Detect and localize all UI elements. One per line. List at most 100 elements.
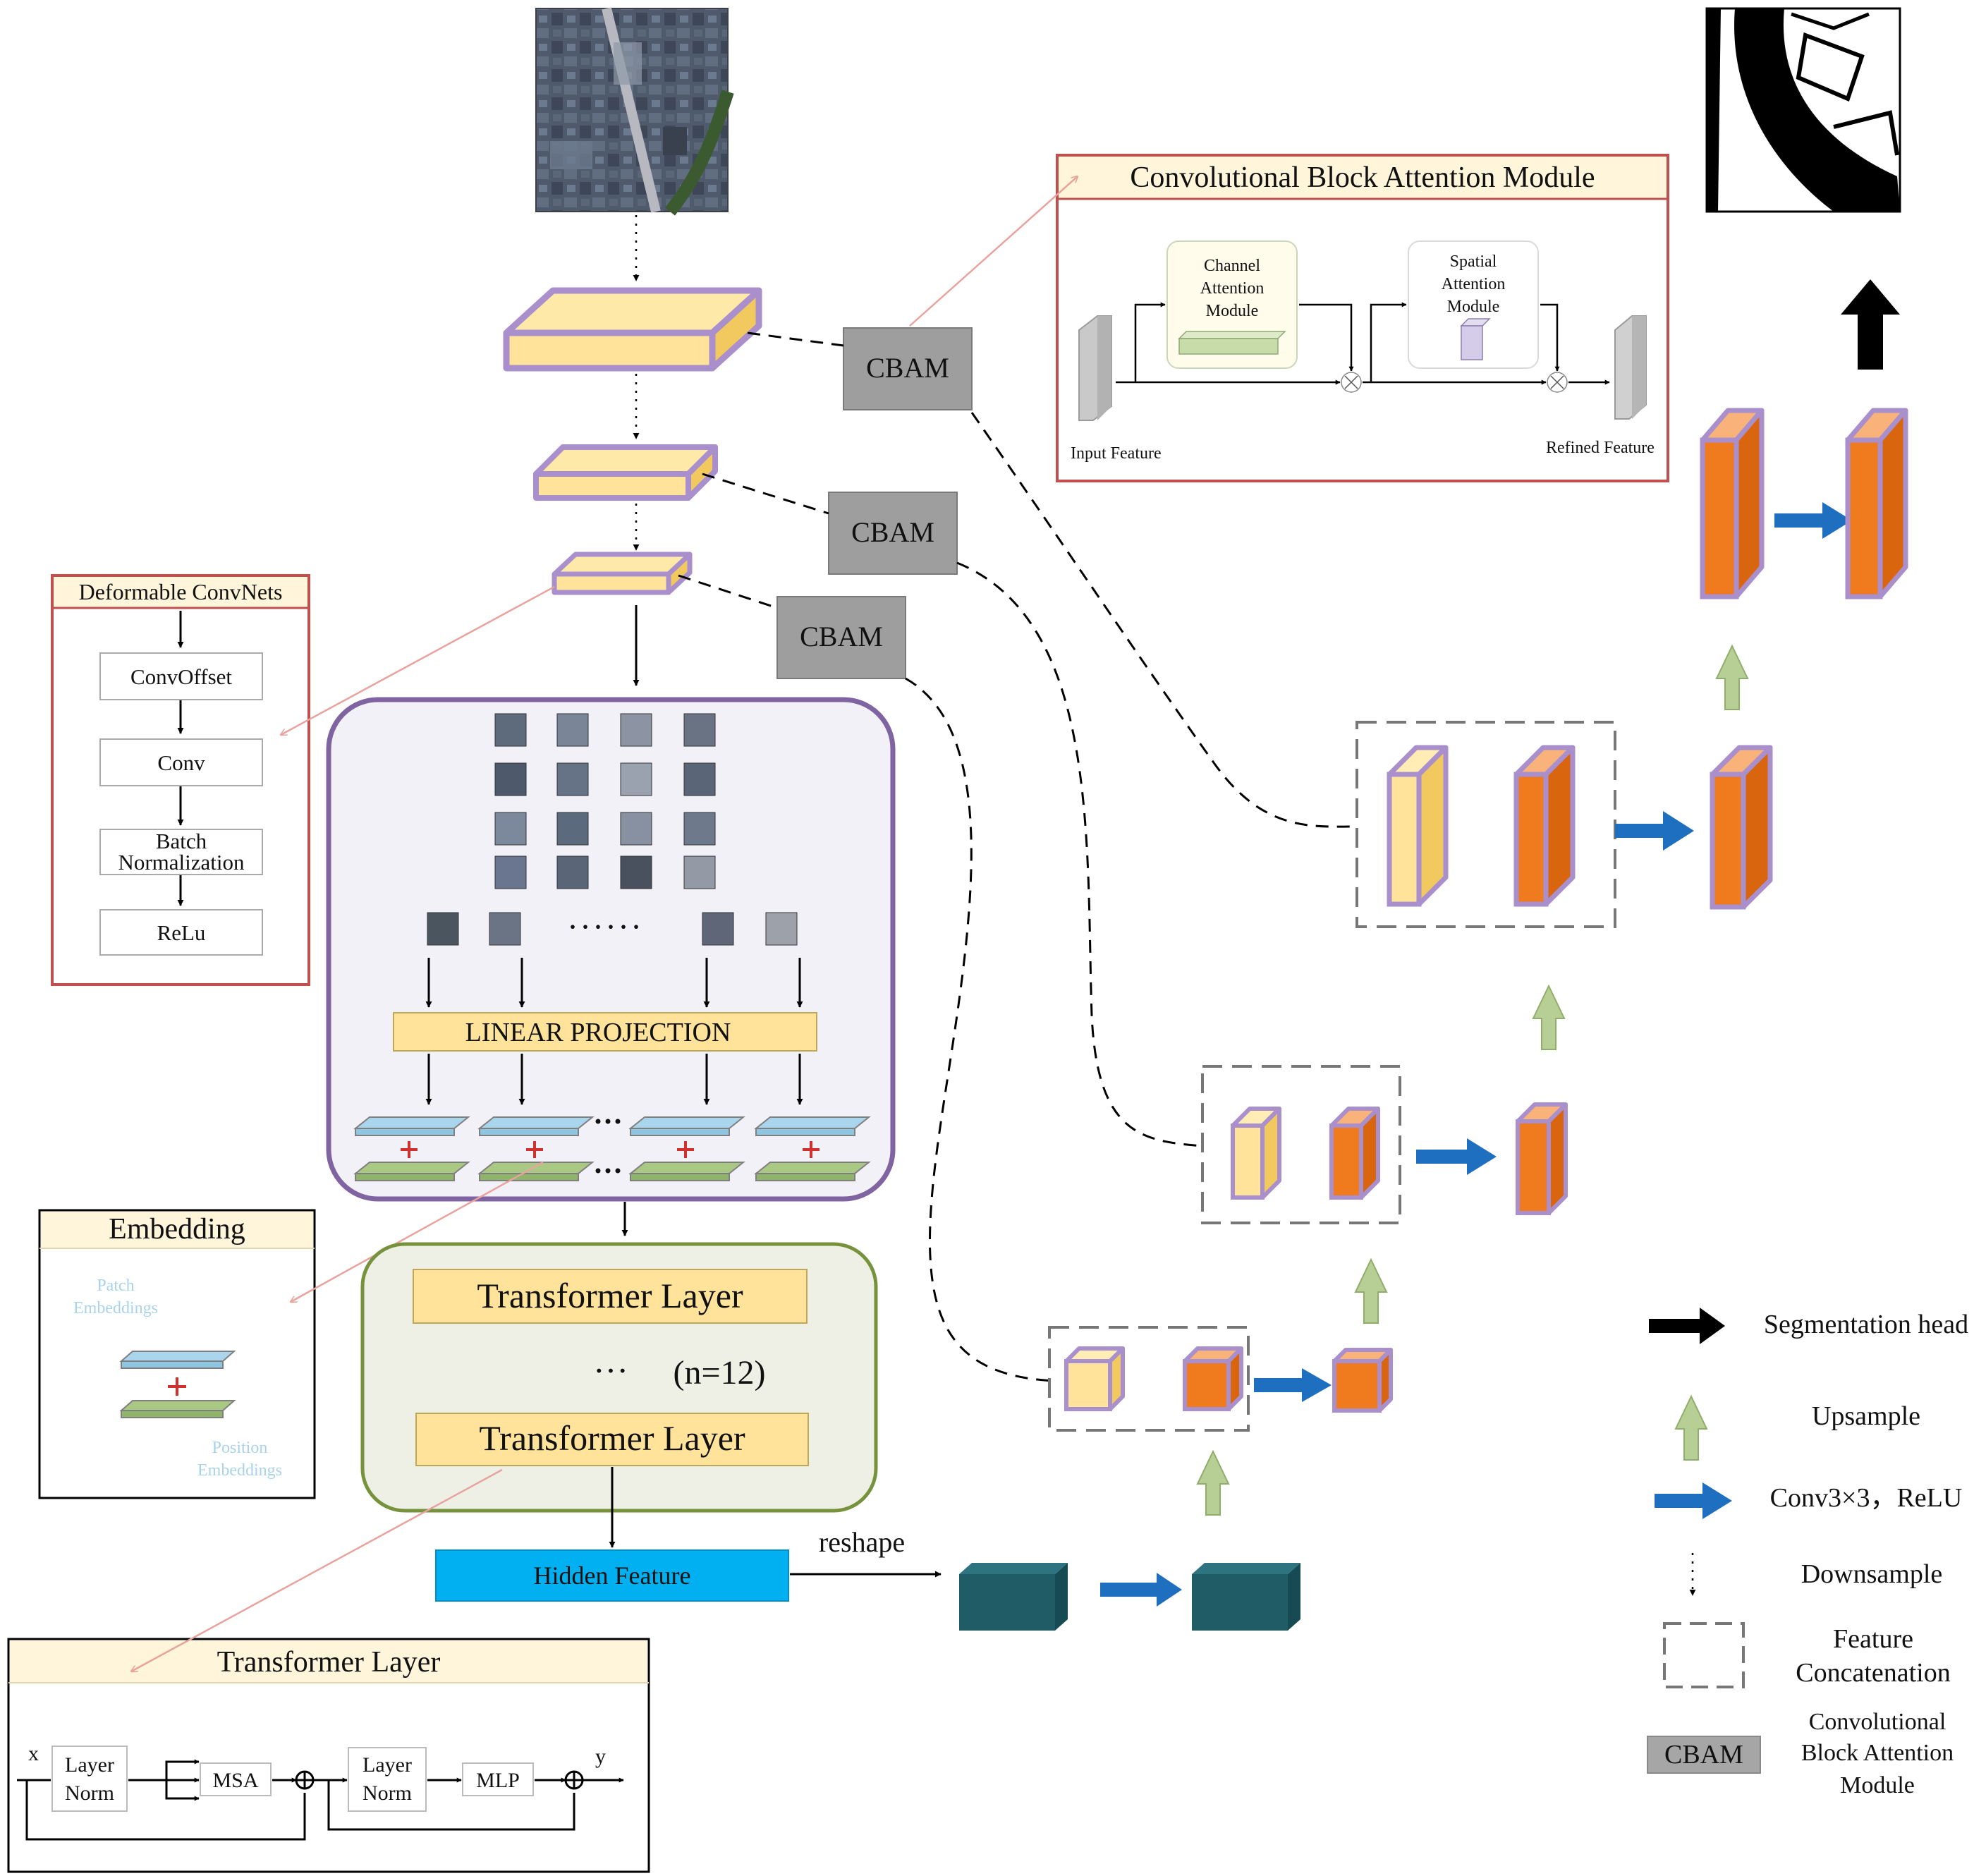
reshaped-feature-block-1 [959, 1563, 1068, 1631]
cbam-detail-title: Convolutional Block Attention Module [1130, 162, 1595, 194]
legend: Segmentation head Upsample Conv3×3，ReLU … [1647, 1308, 1968, 1798]
msa-label: MSA [212, 1769, 258, 1792]
cbam-block-3: CBAM [776, 596, 906, 679]
upsample-arrows [1196, 644, 1749, 1516]
legend-segmentation-icon [1649, 1308, 1725, 1344]
concat-box-level-1 [1048, 1326, 1250, 1432]
transformer-layer-bottom [415, 1413, 809, 1466]
decoder-orange-block-l2 [1329, 1107, 1380, 1200]
embedding-panel: Embedding Patch Embeddings Position Embe… [38, 1209, 316, 1499]
layer-norm-2-line-1: Layer [362, 1753, 412, 1777]
decoder-output-block-l3 [1710, 745, 1773, 910]
channel-attention-line-2: Attention [1200, 279, 1265, 298]
reshaped-feature-block-2 [1192, 1563, 1300, 1631]
deformable-convnets-panel: Deformable ConvNets ConvOffset Conv Batc… [51, 574, 310, 986]
batch-norm-line-2: Normalization [118, 850, 245, 875]
legend-conv-icon [1655, 1482, 1732, 1519]
layer-norm-1-box [51, 1746, 128, 1812]
conv-relu-arrow-l2 [1416, 1138, 1497, 1175]
decoder-top-block-1 [1700, 408, 1765, 599]
conv-offset-label: ConvOffset [130, 664, 232, 689]
cbam-block-1: CBAM [843, 327, 973, 410]
spatial-attention-line-2: Attention [1442, 275, 1506, 293]
legend-cbam-line-3: Module [1840, 1772, 1915, 1798]
conv-label: Conv [157, 750, 205, 775]
cbam-pointer-arrow [909, 176, 1078, 327]
upsample-arrow-3 [1532, 984, 1566, 1050]
legend-upsample-label: Upsample [1812, 1401, 1920, 1431]
embedding-pointer-arrow [291, 1161, 544, 1302]
legend-concat-line-2: Concatenation [1796, 1658, 1950, 1688]
transformer-detail-pointer-arrow [131, 1468, 503, 1671]
concat-box-level-2 [1201, 1065, 1401, 1224]
segmentation-output-map [1705, 7, 1901, 213]
cbam-detail-panel: Convolutional Block Attention Module Inp… [1056, 154, 1669, 482]
conv-box [99, 738, 263, 786]
msa-box [200, 1762, 272, 1796]
segmentation-head-arrow [1841, 279, 1900, 370]
cbam-block-3-label: CBAM [800, 621, 883, 652]
spatial-attention-box [1408, 240, 1539, 369]
transformer-layer-top-label: Transformer Layer [477, 1276, 743, 1315]
patch-embeddings-line-1: Patch [97, 1277, 134, 1295]
decoder-yellow-block-l1 [1064, 1346, 1125, 1411]
legend-cbam-line-1: Convolutional [1809, 1709, 1946, 1735]
hidden-feature-box [435, 1549, 789, 1602]
cbam-block-1-label: CBAM [866, 352, 949, 384]
position-embeddings-line-2: Embeddings [197, 1461, 282, 1480]
transformer-detail-panel: Transformer Layer x y Layer Norm MSA Lay… [7, 1638, 650, 1873]
legend-concat-icon [1663, 1622, 1745, 1688]
mlp-label: MLP [476, 1769, 520, 1792]
embedding-pairs [353, 1116, 871, 1181]
embedding-title: Embedding [109, 1213, 245, 1245]
layer-norm-2-box [348, 1747, 427, 1812]
decoder-yellow-block-l2 [1231, 1107, 1281, 1200]
layer-norm-1-line-2: Norm [65, 1781, 114, 1805]
legend-cbam-badge [1647, 1736, 1761, 1774]
patch-grid [427, 713, 798, 946]
legend-cbam-badge-label: CBAM [1664, 1740, 1743, 1770]
upsample-arrow-4 [1715, 644, 1749, 710]
legend-downsample-label: Downsample [1801, 1559, 1943, 1589]
relu-label: ReLu [157, 920, 206, 945]
linear-projection-label: LINEAR PROJECTION [465, 1018, 731, 1047]
refined-feature-label: Refined Feature [1546, 439, 1655, 457]
batch-norm-line-1: Batch [156, 829, 207, 853]
residual-add-nodes [295, 1770, 584, 1790]
transformer-layer-bottom-label: Transformer Layer [479, 1418, 745, 1458]
patch-ellipsis: ······ [567, 908, 643, 946]
conv-relu-arrow-top [1774, 502, 1852, 539]
legend-cbam-line-2: Block Attention [1801, 1740, 1954, 1766]
channel-attention-line-1: Channel [1204, 257, 1260, 275]
upsample-arrow-2 [1354, 1257, 1388, 1324]
cbam-block-2-label: CBAM [851, 516, 934, 548]
relu-box [99, 909, 263, 956]
channel-attention-line-3: Module [1206, 302, 1259, 320]
transformer-dots: ··· [593, 1351, 628, 1390]
legend-segmentation-label: Segmentation head [1764, 1310, 1968, 1339]
transformer-count: (n=12) [673, 1354, 765, 1391]
input-feature-label: Input Feature [1071, 444, 1162, 463]
conv-offset-box [99, 652, 263, 700]
layer-norm-1-line-1: Layer [65, 1753, 114, 1777]
spatial-attention-line-3: Module [1447, 298, 1500, 316]
hidden-feature-label: Hidden Feature [534, 1561, 691, 1590]
legend-conv-label: Conv3×3，ReLU [1770, 1483, 1963, 1513]
decoder-output-block-l2 [1516, 1102, 1568, 1215]
encoder-feature-block-1 [503, 287, 762, 372]
transformer-layer-top [413, 1269, 808, 1324]
decoder-yellow-block-l3 [1387, 745, 1449, 907]
conv-relu-arrow-reshape [1100, 1573, 1182, 1607]
mlp-box [462, 1762, 534, 1796]
decoder-output-block-l1 [1332, 1348, 1393, 1413]
patch-embedding-panel: ······ LINEAR PROJECTION [326, 697, 896, 1202]
conv-relu-arrow-l3 [1615, 811, 1694, 851]
legend-upsample-icon [1674, 1394, 1708, 1461]
legend-concat-line-1: Feature [1833, 1624, 1913, 1654]
position-embeddings-line-1: Position [212, 1439, 268, 1457]
batch-norm-box [99, 829, 263, 875]
output-y-label: y [595, 1745, 606, 1768]
skip-connections [678, 331, 1358, 1382]
conv-relu-arrow-l1 [1254, 1368, 1332, 1402]
deformable-pointer-arrow [281, 585, 555, 735]
